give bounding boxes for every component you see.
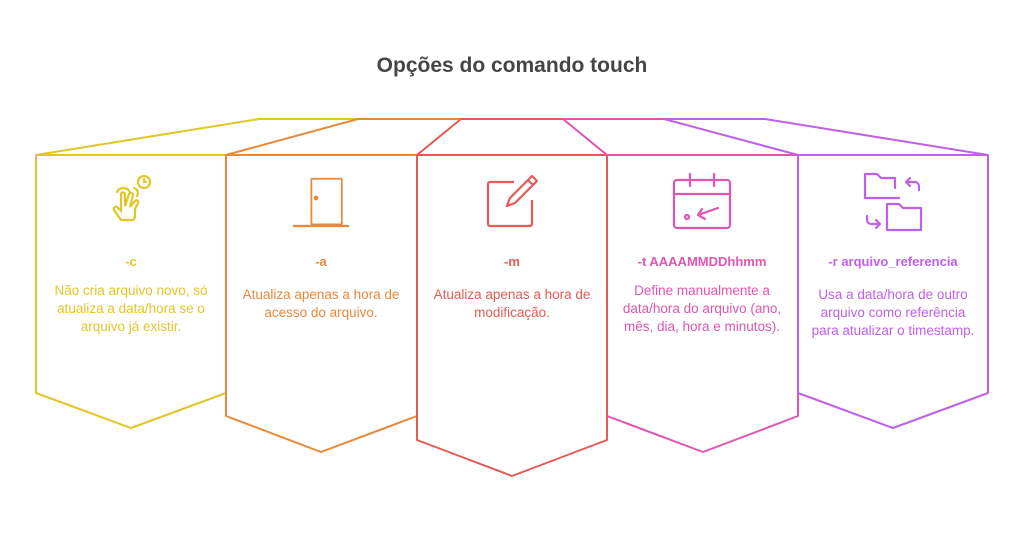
option-description: Define manualmente a data/hora do arquiv… bbox=[622, 283, 782, 334]
option-description: Usa a data/hora de outro arquivo como re… bbox=[811, 287, 975, 338]
option-flag: -c bbox=[125, 254, 137, 269]
option-panel-m: -m Atualiza apenas a hora de modificação… bbox=[417, 170, 607, 322]
panel-shape-m bbox=[416, 118, 608, 477]
folders-swap-icon bbox=[863, 172, 923, 232]
option-flag: -t AAAAMMDDhhmm bbox=[637, 254, 767, 269]
option-description: Atualiza apenas a hora de modificação. bbox=[433, 287, 591, 320]
option-panel-c: -c Não cria arquivo novo, só atualiza a … bbox=[36, 170, 226, 336]
panel-shape-c bbox=[35, 118, 358, 429]
option-description: Não cria arquivo novo, só atualiza a dat… bbox=[54, 283, 208, 334]
diagram-title: Opções do comando touch bbox=[376, 54, 648, 77]
door-icon bbox=[293, 177, 349, 228]
option-panel-a: -a Atualiza apenas a hora de acesso do a… bbox=[226, 170, 416, 322]
panel-shape-t bbox=[562, 118, 799, 453]
option-description: Atualiza apenas a hora de acesso do arqu… bbox=[242, 287, 400, 320]
panel-shape-a bbox=[225, 118, 461, 453]
hand-clock-icon bbox=[112, 174, 152, 222]
calendar-icon bbox=[672, 172, 732, 230]
option-panel-t: -t AAAAMMDDhhmm Define manualmente a dat… bbox=[607, 170, 797, 336]
option-flag: -a bbox=[315, 254, 327, 269]
option-panel-r: -r arquivo_referencia Usa a data/hora de… bbox=[798, 170, 988, 340]
edit-icon bbox=[486, 174, 539, 228]
panel-shape-r bbox=[663, 118, 989, 429]
option-flag: -r arquivo_referencia bbox=[828, 254, 958, 269]
option-flag: -m bbox=[504, 254, 520, 269]
